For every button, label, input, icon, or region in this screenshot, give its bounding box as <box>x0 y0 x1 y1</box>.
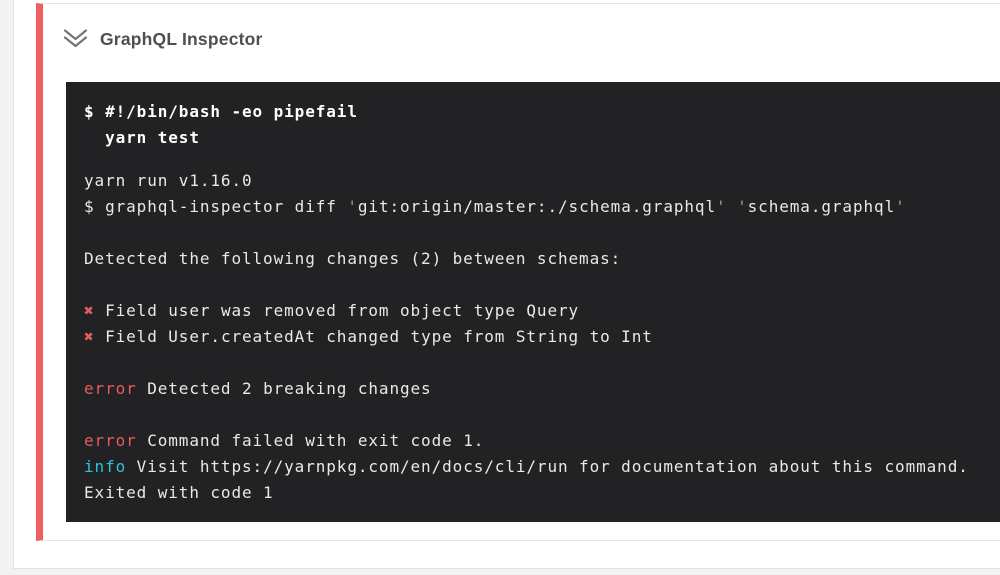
terminal-command-line: yarn test <box>84 128 200 147</box>
step-title: GraphQL Inspector <box>100 29 263 49</box>
terminal-line <box>84 220 1000 246</box>
terminal-line: $ graphql-inspector diff 'git:origin/mas… <box>84 197 906 216</box>
terminal-output: $ #!/bin/bash -eo pipefail yarn test yar… <box>66 82 1000 522</box>
terminal-line <box>84 272 1000 298</box>
terminal-line: error Command failed with exit code 1. <box>84 431 485 450</box>
terminal-line <box>84 402 1000 428</box>
terminal-line: yarn run v1.16.0 <box>84 171 253 190</box>
content-panel: GraphQL Inspector $ #!/bin/bash -eo pipe… <box>13 0 1000 569</box>
double-chevron-down-icon[interactable] <box>63 26 88 49</box>
terminal-log-block: yarn run v1.16.0 $ graphql-inspector diff… <box>84 168 1000 506</box>
terminal-line: Exited with code 1 <box>84 483 274 502</box>
build-step-card: GraphQL Inspector $ #!/bin/bash -eo pipe… <box>36 3 1000 541</box>
terminal-command-block: $ #!/bin/bash -eo pipefail yarn test <box>84 99 1000 151</box>
terminal-line: ✖ Field User.createdAt changed type from… <box>84 327 653 346</box>
terminal-line: Detected the following changes (2) betwe… <box>84 249 622 268</box>
terminal-line: ✖ Field user was removed from object typ… <box>84 301 580 320</box>
terminal-command-line: $ #!/bin/bash -eo pipefail <box>84 102 358 121</box>
terminal-line <box>84 350 1000 376</box>
terminal-line: error Detected 2 breaking changes <box>84 379 432 398</box>
terminal-line: info Visit https://yarnpkg.com/en/docs/c… <box>84 457 969 476</box>
